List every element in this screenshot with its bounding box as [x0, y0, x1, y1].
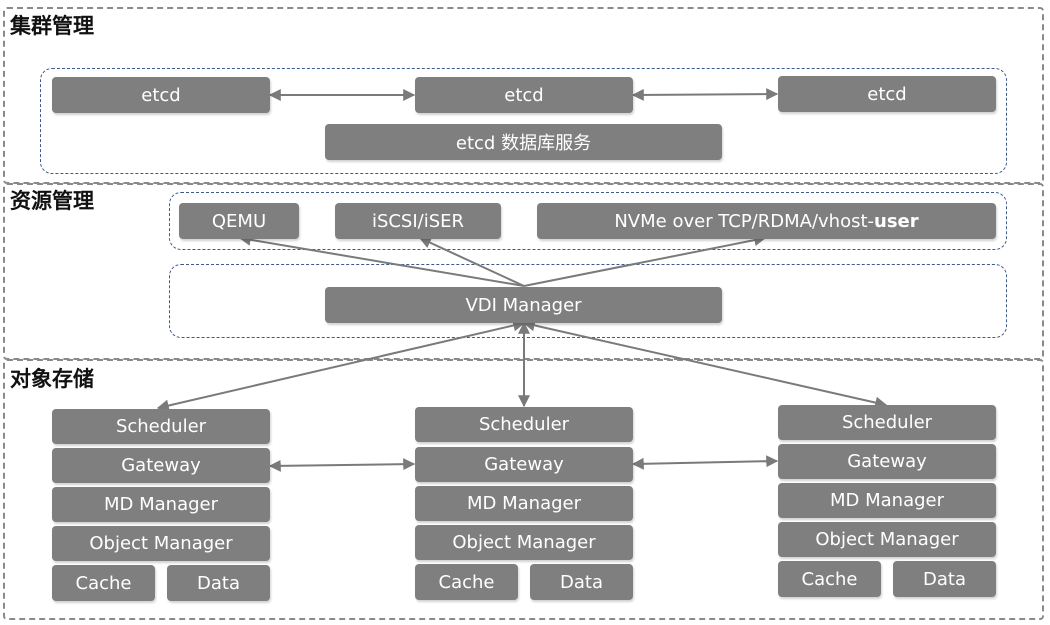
node-1-gateway: Gateway	[52, 448, 270, 483]
node-1-cache: Cache	[52, 565, 155, 601]
node-1-object-manager: Object Manager	[52, 526, 270, 561]
node-3-cache: Cache	[778, 561, 881, 597]
etcd-cluster-group	[40, 68, 1007, 174]
vdi-manager-box: VDI Manager	[325, 287, 722, 323]
node-1-data: Data	[167, 565, 270, 601]
node-3-gateway: Gateway	[778, 444, 996, 479]
node-2-data: Data	[530, 564, 633, 600]
etcd-node-3: etcd	[778, 76, 996, 112]
cluster-management-title: 集群管理	[10, 14, 94, 38]
node-2-gateway: Gateway	[415, 447, 633, 482]
etcd-node-2: etcd	[415, 77, 633, 113]
node-3-data: Data	[893, 561, 996, 597]
object-storage-title: 对象存储	[10, 367, 94, 391]
nvme-label-bold: user	[874, 210, 919, 232]
node-2-scheduler: Scheduler	[415, 407, 633, 442]
node-2-object-manager: Object Manager	[415, 525, 633, 560]
etcd-node-1: etcd	[52, 77, 270, 113]
etcd-db-service: etcd 数据库服务	[325, 124, 722, 160]
resource-management-title: 资源管理	[10, 189, 94, 213]
node-3-scheduler: Scheduler	[778, 405, 996, 440]
node-3-md-manager: MD Manager	[778, 483, 996, 518]
node-2-md-manager: MD Manager	[415, 486, 633, 521]
node-1-md-manager: MD Manager	[52, 487, 270, 522]
node-2-cache: Cache	[415, 564, 518, 600]
iscsi-iser-box: iSCSI/iSER	[335, 203, 501, 239]
node-3-object-manager: Object Manager	[778, 522, 996, 557]
nvme-label: NVMe over TCP/RDMA/vhost-	[614, 210, 875, 232]
qemu-box: QEMU	[179, 203, 299, 239]
nvme-box: NVMe over TCP/RDMA/vhost-user	[537, 203, 996, 239]
node-1-scheduler: Scheduler	[52, 409, 270, 444]
